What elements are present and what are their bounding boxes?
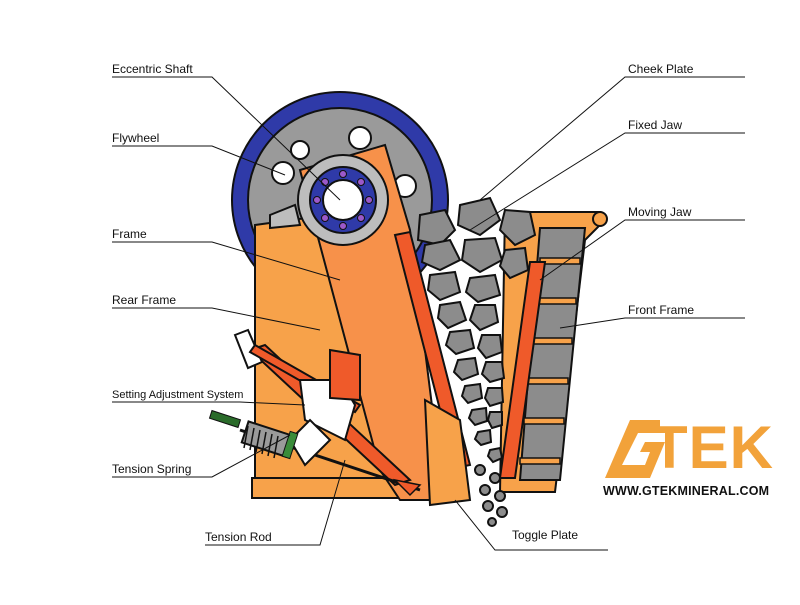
- label-tension-rod: Tension Rod: [205, 530, 272, 544]
- gtek-logo-mark: [605, 420, 665, 478]
- brand-logo-text: TEK: [651, 414, 774, 481]
- tension-spring: [208, 409, 332, 467]
- rocks: [416, 196, 537, 527]
- label-fixed-jaw: Fixed Jaw: [628, 118, 683, 132]
- label-rear-frame: Rear Frame: [112, 293, 177, 307]
- setting-adjustment-system: [233, 328, 362, 442]
- fixed-jaw: [498, 261, 547, 479]
- label-frame: Frame: [112, 227, 147, 241]
- label-moving-jaw: Moving Jaw: [628, 205, 692, 219]
- label-tension-spring: Tension Spring: [112, 462, 192, 476]
- brand-website: WWW.GTEKMINERAL.COM: [603, 484, 770, 498]
- label-toggle-plate: Toggle Plate: [512, 528, 579, 542]
- label-setting-adjustment-system: Setting Adjustment System: [112, 389, 244, 401]
- label-front-frame: Front Frame: [628, 303, 695, 317]
- label-eccentric-shaft: Eccentric Shaft: [112, 62, 193, 76]
- label-flywheel: Flywheel: [112, 131, 160, 145]
- leader-lines: [112, 76, 745, 551]
- eccentric-shaft: [297, 154, 389, 246]
- label-cheek-plate: Cheek Plate: [628, 62, 694, 76]
